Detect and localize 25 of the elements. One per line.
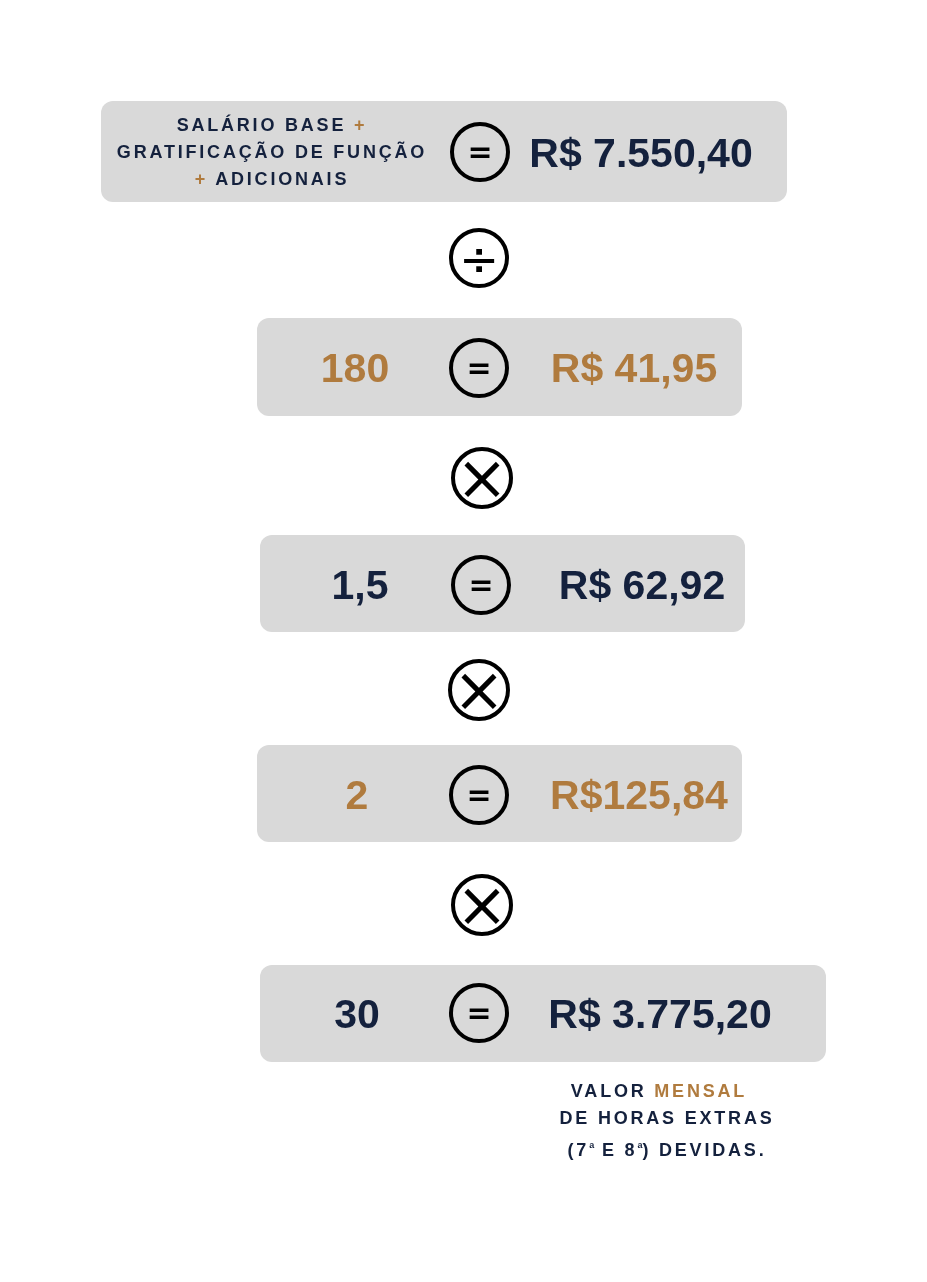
result-value: R$ 3.775,20 xyxy=(548,993,772,1035)
equals-symbol: = xyxy=(449,765,509,825)
value-panel xyxy=(257,318,742,416)
value-panel xyxy=(260,965,826,1062)
caption-text: VALOR MENSAL DE HORAS EXTRAS (7$^{a}$ E 8$^{a}$) DEVIDAS. xyxy=(558,1080,776,1163)
value-panel xyxy=(257,745,742,842)
equals-symbol: = xyxy=(450,122,510,182)
equals-symbol: = xyxy=(451,555,511,615)
multiplication-symbol: × xyxy=(451,447,513,509)
operand-number: 2 xyxy=(345,774,369,816)
operand-number: 30 xyxy=(334,993,380,1035)
equals-symbol: = xyxy=(449,338,509,398)
multiplication-symbol: × xyxy=(448,659,510,721)
value-panel xyxy=(101,101,787,202)
value-panel xyxy=(260,535,745,632)
division-symbol: ÷ xyxy=(449,228,509,288)
result-value: R$ 62,92 xyxy=(558,564,726,606)
operand-number: 180 xyxy=(320,347,390,389)
result-value: R$ 7.550,40 xyxy=(529,132,753,174)
formula-text: SALÁRIO BASE + GRATIFICAÇÃO DE FUNÇÃO + ADICIONAIS xyxy=(115,113,429,191)
equals-symbol: = xyxy=(449,983,509,1043)
result-value: R$ 41,95 xyxy=(550,347,718,389)
multiplication-symbol: × xyxy=(451,874,513,936)
result-value: R$125,84 xyxy=(550,774,728,816)
operand-number: 1,5 xyxy=(331,564,389,606)
